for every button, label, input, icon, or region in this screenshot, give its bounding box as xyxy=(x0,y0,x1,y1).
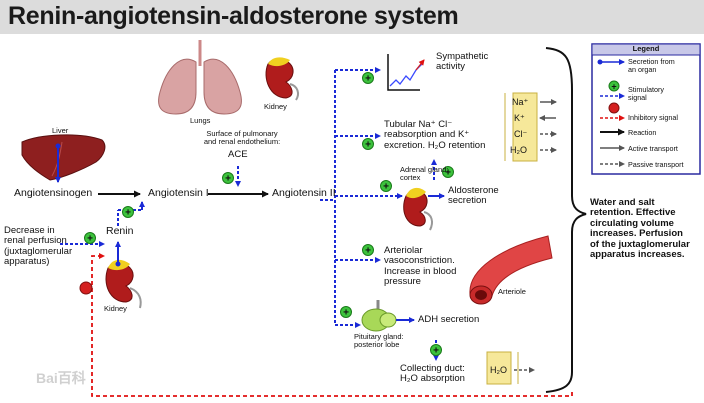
inhibitory-icon xyxy=(608,102,620,114)
kidney-bottom-label: Kidney xyxy=(104,304,127,313)
angiotensin-2-node: Angiotensin II xyxy=(272,187,336,199)
ion-na: Na⁺ xyxy=(512,97,529,107)
diagram-title: Renin-angiotensin-aldosterone system xyxy=(8,2,459,30)
svg-text:+: + xyxy=(225,174,231,185)
plus-icon: + xyxy=(340,306,352,319)
ion-cl: Cl⁻ xyxy=(514,129,528,139)
inhibitory-arrow xyxy=(91,253,573,397)
kidney-top-icon xyxy=(265,57,299,101)
title-bar xyxy=(0,0,704,34)
liver-icon xyxy=(21,134,106,181)
ace-label: ACE xyxy=(228,149,248,160)
sympathetic-node: Sympathetic activity xyxy=(436,51,489,73)
plus-icon: + xyxy=(380,180,392,193)
pituitary-icon xyxy=(361,300,397,332)
lungs-label: Lungs xyxy=(190,116,211,125)
legend-item-label: Secretion from an organ xyxy=(628,57,675,74)
decrease-node: Decrease in renal perfusion (juxtaglomer… xyxy=(4,225,73,268)
outcome-bracket xyxy=(545,47,587,393)
adrenal-label: Adrenal gland: cortex xyxy=(400,165,449,183)
angiotensin-1-node: Angiotensin I xyxy=(148,187,209,199)
svg-text:+: + xyxy=(611,82,616,92)
plus-icon: + xyxy=(430,344,442,357)
svg-text:+: + xyxy=(365,74,371,85)
plus-icon: + xyxy=(362,72,374,85)
plus-icon: + xyxy=(362,138,374,151)
legend-item-label: Reaction xyxy=(628,128,657,137)
legend-item-label: Active transport xyxy=(628,144,678,153)
aldosterone-node: Aldosterone secretion xyxy=(448,185,499,207)
ion-panel xyxy=(504,92,538,162)
svg-text:+: + xyxy=(343,308,349,319)
svg-text:+: + xyxy=(125,208,131,219)
plus-icon: + xyxy=(122,206,134,219)
arteriole-icon xyxy=(469,235,553,305)
svg-text:+: + xyxy=(383,182,389,193)
arteriolar-node: Arteriolar vasoconstriction. Increase in… xyxy=(384,245,457,288)
ion-k: K⁺ xyxy=(514,113,525,123)
svg-text:+: + xyxy=(365,246,371,257)
sympathetic-graph-icon xyxy=(387,54,425,91)
pituitary-label: Pituitary gland: posterior lobe xyxy=(354,332,404,350)
stimulatory-icon: + xyxy=(608,80,620,92)
adh-node: ADH secretion xyxy=(418,314,480,325)
lungs-icon xyxy=(158,40,242,115)
ace-site-label: Surface of pulmonary and renal endotheli… xyxy=(203,129,281,147)
ion-h2o-duct: H₂O xyxy=(490,365,507,375)
legend-item-label: Inhibitory signal xyxy=(628,113,678,122)
legend-item-label: Stimulatory signal xyxy=(628,85,664,102)
watermark: Bai百科 xyxy=(36,370,86,386)
liver-label: Liver xyxy=(52,126,69,135)
svg-text:+: + xyxy=(365,140,371,151)
legend-box: + xyxy=(591,43,701,175)
plus-icon: + xyxy=(222,172,234,185)
collecting-node: Collecting duct: H₂O absorption xyxy=(400,363,465,385)
legend-title: Legend xyxy=(632,44,660,53)
plus-icon: + xyxy=(84,232,96,245)
adrenal-kidney-icon xyxy=(403,187,433,231)
svg-text:+: + xyxy=(87,234,93,245)
outcome-node: Water and salt retention. Effective circ… xyxy=(590,197,690,261)
svg-text:+: + xyxy=(445,168,451,179)
renin-node: Renin xyxy=(106,225,134,237)
kidney-top-label: Kidney xyxy=(264,102,287,111)
svg-text:+: + xyxy=(433,346,439,357)
angiotensinogen-node: Angiotensinogen xyxy=(14,187,93,199)
plus-icon: + xyxy=(442,166,454,179)
tubular-node: Tubular Na⁺ Cl⁻ reabsorption and K⁺ excr… xyxy=(384,119,486,151)
collecting-duct-panel xyxy=(486,351,519,385)
plus-icon: + xyxy=(362,244,374,257)
ion-h2o: H₂O xyxy=(510,145,527,155)
kidney-bottom-icon xyxy=(105,259,142,309)
legend-item-label: Passive transport xyxy=(628,160,684,169)
arteriole-label: Arteriole xyxy=(498,287,526,296)
inhibit-dot-icon xyxy=(79,281,93,295)
